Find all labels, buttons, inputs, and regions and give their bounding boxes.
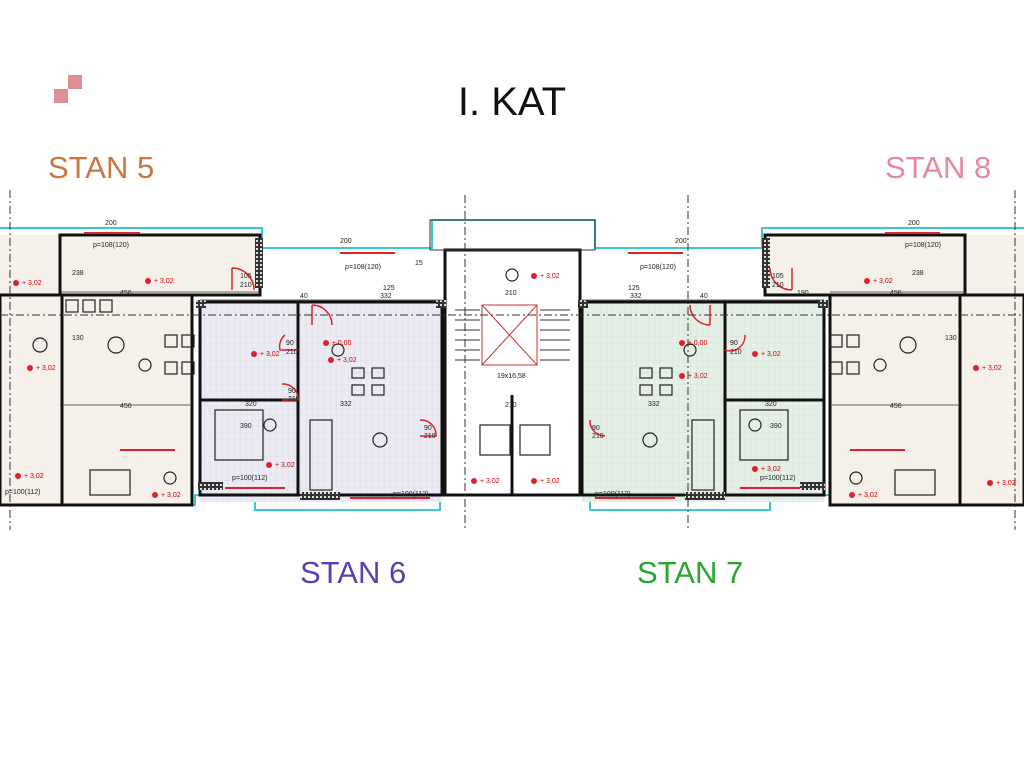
- level-markers: + 3,02 + 3,02 + 3,02 + 3,02 + 3,02 + 3,0…: [13, 273, 1016, 499]
- dimension-label: 200: [340, 238, 352, 245]
- level-mark: + 3,02: [36, 365, 56, 372]
- unit-label-stan-8: STAN 8: [885, 150, 992, 185]
- level-mark: + 3,02: [858, 492, 878, 499]
- level-mark: + 3,02: [154, 278, 174, 285]
- window-label: p=100(112): [393, 491, 428, 498]
- dimension-label: 130: [945, 335, 957, 342]
- logo-mark: [68, 75, 82, 89]
- unit-label-stan-6: STAN 6: [300, 555, 407, 590]
- door-height: 210: [424, 433, 436, 440]
- dimension-label: 332: [648, 401, 660, 408]
- level-mark: + 3,02: [337, 357, 357, 364]
- dimension-label: 40: [700, 293, 708, 300]
- level-mark: + 3,02: [761, 466, 781, 473]
- dimension-label: 456: [890, 403, 902, 410]
- stan-5-kitchen: [60, 235, 260, 295]
- furniture: [32, 268, 936, 496]
- level-mark: + 3,02: [540, 478, 560, 485]
- dimension-label: 238: [72, 270, 84, 277]
- level-mark-zero: ± 0,00: [688, 340, 708, 347]
- door-width: 90: [592, 425, 600, 432]
- door-height: 210: [772, 282, 784, 289]
- door-height: 210: [730, 349, 742, 356]
- stair-label: 19x16,58: [497, 373, 526, 380]
- door-height: 210: [286, 349, 298, 356]
- level-mark: + 3,02: [480, 478, 500, 485]
- window-label: p=100(112): [595, 491, 630, 498]
- level-mark: + 3,02: [260, 351, 280, 358]
- dimension-lines: [60, 291, 965, 406]
- dimension-label: 200: [105, 220, 117, 227]
- level-mark-zero: ± 0,00: [332, 340, 352, 347]
- dimension-label: 332: [340, 401, 352, 408]
- level-mark: + 3,02: [761, 351, 781, 358]
- window-label: p=100(112): [5, 489, 40, 496]
- floor-title: I. KAT: [457, 80, 567, 124]
- door-width: 105: [240, 273, 252, 280]
- logo-mark: [54, 89, 68, 103]
- window-label: p=108(120): [640, 264, 676, 271]
- doors: [231, 267, 793, 437]
- dimension-label: 456: [890, 290, 902, 297]
- level-mark: + 3,02: [873, 278, 893, 285]
- dimension-label: 456: [120, 403, 132, 410]
- door-height: 210: [240, 282, 252, 289]
- axis-lines: [0, 190, 1024, 530]
- window-label: p=108(120): [345, 264, 381, 271]
- window-label: p=108(120): [905, 242, 941, 249]
- window-label: p=100(112): [232, 475, 267, 482]
- level-mark: + 3,02: [161, 492, 181, 499]
- dimension-label: 125: [383, 285, 395, 292]
- dimension-label: 200: [675, 238, 687, 245]
- door-width: 90: [286, 340, 294, 347]
- door-width: 90: [288, 388, 296, 395]
- level-mark: + 3,02: [24, 473, 44, 480]
- window-label: p=100(112): [760, 475, 795, 482]
- dimension-label: 320: [765, 401, 777, 408]
- dimension-label: 210: [505, 402, 517, 409]
- dimension-label: 390: [240, 423, 252, 430]
- level-mark: + 3,02: [996, 480, 1016, 487]
- dimension-label: 125: [628, 285, 640, 292]
- dimension-label: 210: [505, 290, 517, 297]
- windows: [84, 232, 940, 499]
- dimension-label: 15: [415, 260, 423, 267]
- level-mark: + 3,02: [540, 273, 560, 280]
- stairwell: [429, 219, 596, 366]
- dimension-labels: p=108(120) p=108(120) p=108(120) p=108(1…: [5, 220, 957, 498]
- dimension-label: 332: [630, 293, 642, 300]
- dimension-label: 332: [380, 293, 392, 300]
- dimension-label: 390: [770, 423, 782, 430]
- unit-label-stan-7: STAN 7: [637, 555, 744, 590]
- level-mark: + 3,02: [22, 280, 42, 287]
- door-width: 90: [424, 425, 432, 432]
- door-width: 90: [730, 340, 738, 347]
- dimension-label: 238: [912, 270, 924, 277]
- unit-label-stan-5: STAN 5: [48, 150, 155, 185]
- dimension-label: 200: [908, 220, 920, 227]
- window-label: p=108(120): [93, 242, 129, 249]
- door-height: 210: [592, 433, 604, 440]
- dimension-label: 130: [72, 335, 84, 342]
- dimension-label: 190: [797, 290, 809, 297]
- door-width: 105: [772, 273, 784, 280]
- level-mark: + 3,02: [982, 365, 1002, 372]
- dimension-label: 320: [245, 401, 257, 408]
- dimension-label: 40: [300, 293, 308, 300]
- door-height: 210: [288, 396, 300, 403]
- level-mark: + 3,02: [688, 373, 708, 380]
- level-mark: + 3,02: [275, 462, 295, 469]
- dimension-label: 456: [120, 290, 132, 297]
